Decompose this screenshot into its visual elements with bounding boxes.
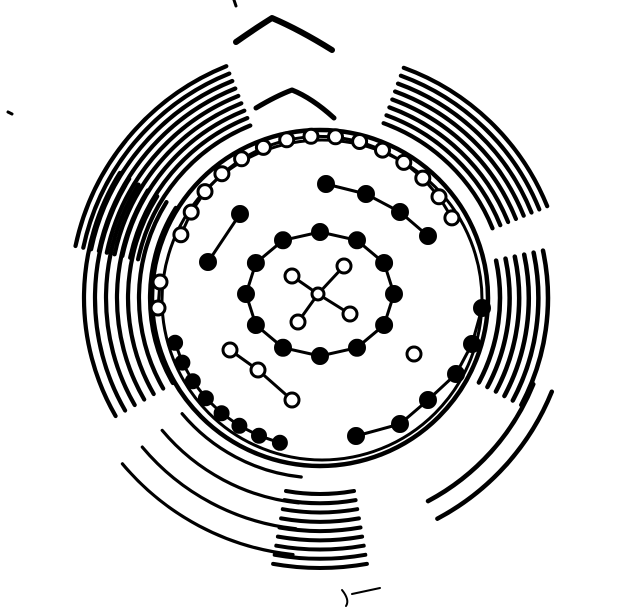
- filled-dot: [376, 255, 392, 271]
- filled-dot: [275, 340, 291, 356]
- filled-dot: [186, 374, 200, 388]
- filled-dot: [349, 340, 365, 356]
- filled-dot: [474, 300, 490, 316]
- open-dot: [174, 228, 188, 242]
- open-dot: [353, 135, 367, 149]
- open-dot: [376, 143, 390, 157]
- filled-dot: [448, 366, 464, 382]
- open-dot: [337, 259, 351, 273]
- stray-mark-left: [8, 112, 12, 114]
- arc-band-line: [280, 528, 361, 532]
- arc-band-line: [281, 518, 359, 521]
- open-dot: [153, 275, 167, 289]
- filled-dot: [200, 254, 216, 270]
- filled-dot: [252, 429, 266, 443]
- filled-dot: [348, 428, 364, 444]
- filled-dot: [420, 228, 436, 244]
- open-dot: [416, 171, 430, 185]
- open-dot: [432, 190, 446, 204]
- top-chevron-outer: [236, 18, 332, 50]
- open-dot: [304, 129, 318, 143]
- filled-dot: [275, 232, 291, 248]
- open-dot: [184, 205, 198, 219]
- arc-band-line: [437, 392, 551, 519]
- upper-left-filled-pair: [200, 206, 248, 270]
- arc-band-line: [275, 555, 366, 559]
- open-dot: [223, 343, 237, 357]
- filled-dot: [168, 336, 182, 350]
- arc-band-line: [276, 546, 363, 550]
- open-dot: [285, 393, 299, 407]
- upper-right-filled-chain: [318, 176, 436, 244]
- arc-band-line: [122, 464, 293, 555]
- open-dot: [445, 211, 459, 225]
- filled-dot: [273, 436, 287, 450]
- open-dot: [312, 288, 324, 300]
- center-open-dot-cross: [285, 259, 357, 329]
- filled-dot: [312, 224, 328, 240]
- filled-dot: [232, 419, 246, 433]
- filled-dot: [232, 206, 248, 222]
- filled-dot: [358, 186, 374, 202]
- filled-dot: [318, 176, 334, 192]
- filled-dot: [215, 406, 229, 420]
- arc-band-line: [283, 509, 357, 512]
- arc-band-line: [273, 564, 367, 568]
- open-dot: [397, 155, 411, 169]
- filled-dot: [420, 392, 436, 408]
- arc-band-line: [284, 500, 355, 503]
- filled-dot: [392, 204, 408, 220]
- filled-dot: [464, 336, 480, 352]
- filled-dot: [392, 416, 408, 432]
- filled-dot: [386, 286, 402, 302]
- open-dot: [256, 140, 270, 154]
- open-dot: [151, 301, 165, 315]
- arc-band-line: [278, 537, 362, 541]
- filled-dot: [175, 356, 189, 370]
- open-dot: [235, 152, 249, 166]
- open-dot: [285, 269, 299, 283]
- filled-dot: [376, 317, 392, 333]
- open-dot: [291, 315, 305, 329]
- open-dot: [280, 133, 294, 147]
- filled-dot: [248, 255, 264, 271]
- open-dot: [251, 363, 265, 377]
- open-dot: [329, 130, 343, 144]
- single-open-dot: [407, 347, 421, 361]
- stray-mark-bottom: [342, 588, 380, 606]
- filled-dot: [312, 348, 328, 364]
- open-dot: [198, 185, 212, 199]
- top-chevron-inner: [256, 90, 334, 118]
- filled-dot: [238, 286, 254, 302]
- filled-dot: [199, 391, 213, 405]
- arc-band-line: [286, 491, 354, 494]
- filled-dot: [349, 232, 365, 248]
- open-dot: [343, 307, 357, 321]
- open-dot: [215, 167, 229, 181]
- stray-mark-top: [234, 0, 236, 6]
- chain-line: [326, 184, 428, 236]
- filled-dot: [248, 317, 264, 333]
